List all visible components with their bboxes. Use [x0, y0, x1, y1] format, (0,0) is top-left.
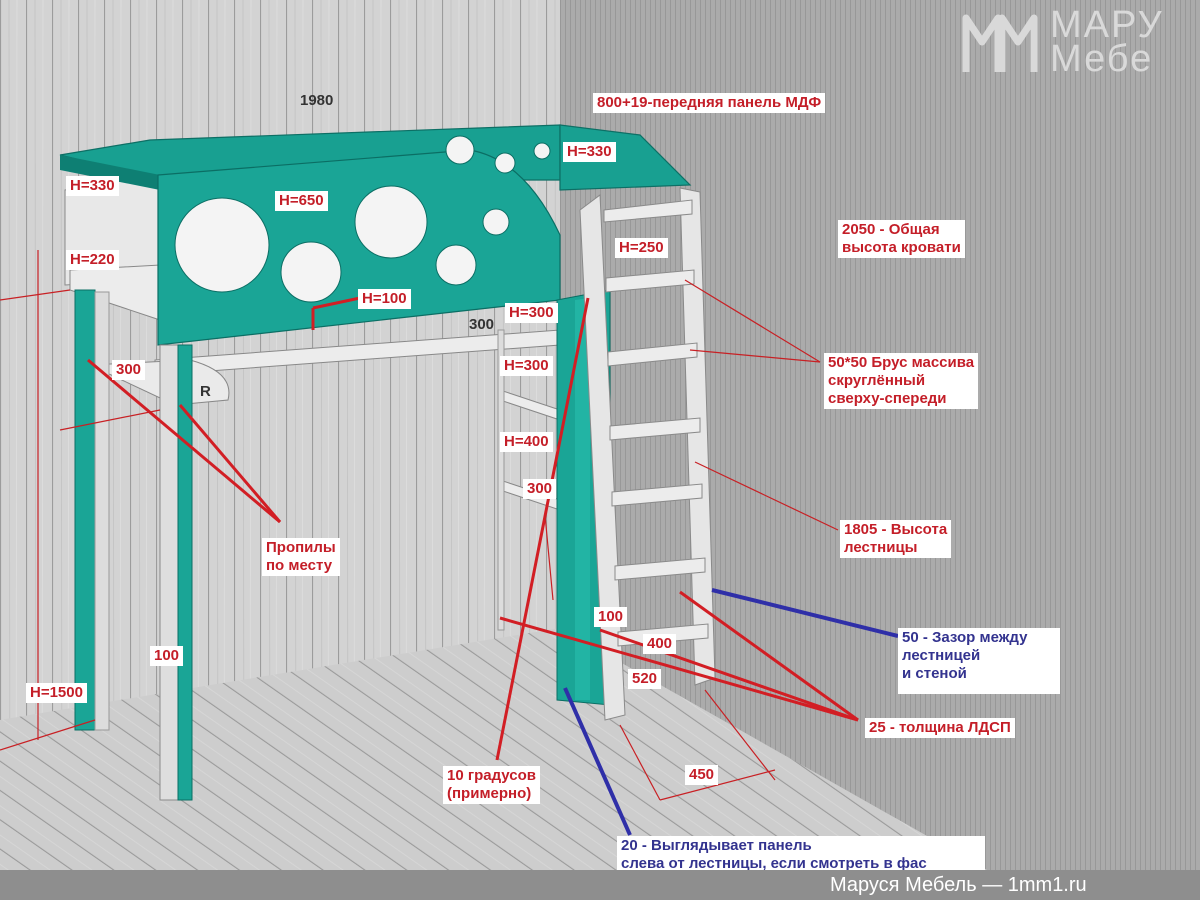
label-450: 450 — [685, 765, 719, 785]
label-total-height: 2050 - Общая высота кровати — [838, 220, 965, 258]
footer-bar: Маруся Мебель — 1mm1.ru — [0, 870, 1200, 900]
label-520: 520 — [628, 669, 662, 689]
label-300-shelf: 300 — [469, 316, 495, 333]
label-thickness: 25 - толщина ЛДСП — [865, 718, 1015, 738]
label-h330-right: H=330 — [563, 142, 616, 162]
annotation-lines-blue — [563, 588, 899, 836]
label-cuts: Пропилы по месту — [262, 538, 340, 576]
brand-subname: Мебе — [1050, 38, 1154, 78]
label-gap: 50 - Зазор между лестницей и стеной — [898, 628, 1060, 694]
label-h250: H=250 — [615, 238, 668, 258]
label-h100: H=100 — [358, 289, 411, 309]
label-front-panel: 800+19-передняя панель МДФ — [593, 93, 826, 113]
panel-holes — [174, 135, 551, 303]
annotation-lines-thin — [0, 250, 839, 801]
brand-watermark: МАРУ Мебе — [962, 6, 1200, 78]
label-h330-left: H=330 — [66, 176, 119, 196]
label-beam: 50*50 Брус массива скруглённый сверху-сп… — [824, 353, 979, 409]
brand-logo-icon — [962, 14, 1038, 72]
label-400: 400 — [643, 634, 677, 654]
label-angle: 10 градусов (примерно) — [443, 766, 541, 804]
label-h220: H=220 — [66, 250, 119, 270]
label-ladder-height: 1805 - Высота лестницы — [840, 520, 952, 558]
label-1980: 1980 — [300, 92, 334, 109]
label-r: R — [200, 383, 211, 400]
ladder — [579, 187, 716, 721]
floor — [0, 628, 1040, 900]
label-panel-peek: 20 - Выглядывает панель слева от лестниц… — [617, 836, 985, 872]
label-300-left: 300 — [112, 360, 146, 380]
label-100-panel: 100 — [594, 607, 628, 627]
label-h400: H=400 — [500, 432, 553, 452]
label-h300-a: H=300 — [505, 303, 558, 323]
footer-credit: Маруся Мебель — 1mm1.ru — [830, 874, 1087, 896]
brand-name: МАРУ — [1050, 6, 1164, 46]
label-100-post: 100 — [150, 646, 184, 666]
label-300-lower: 300 — [523, 479, 557, 499]
front-panel — [157, 149, 561, 346]
label-h650: H=650 — [275, 191, 328, 211]
label-h300-b: H=300 — [500, 356, 553, 376]
label-h1500: H=1500 — [26, 683, 87, 703]
